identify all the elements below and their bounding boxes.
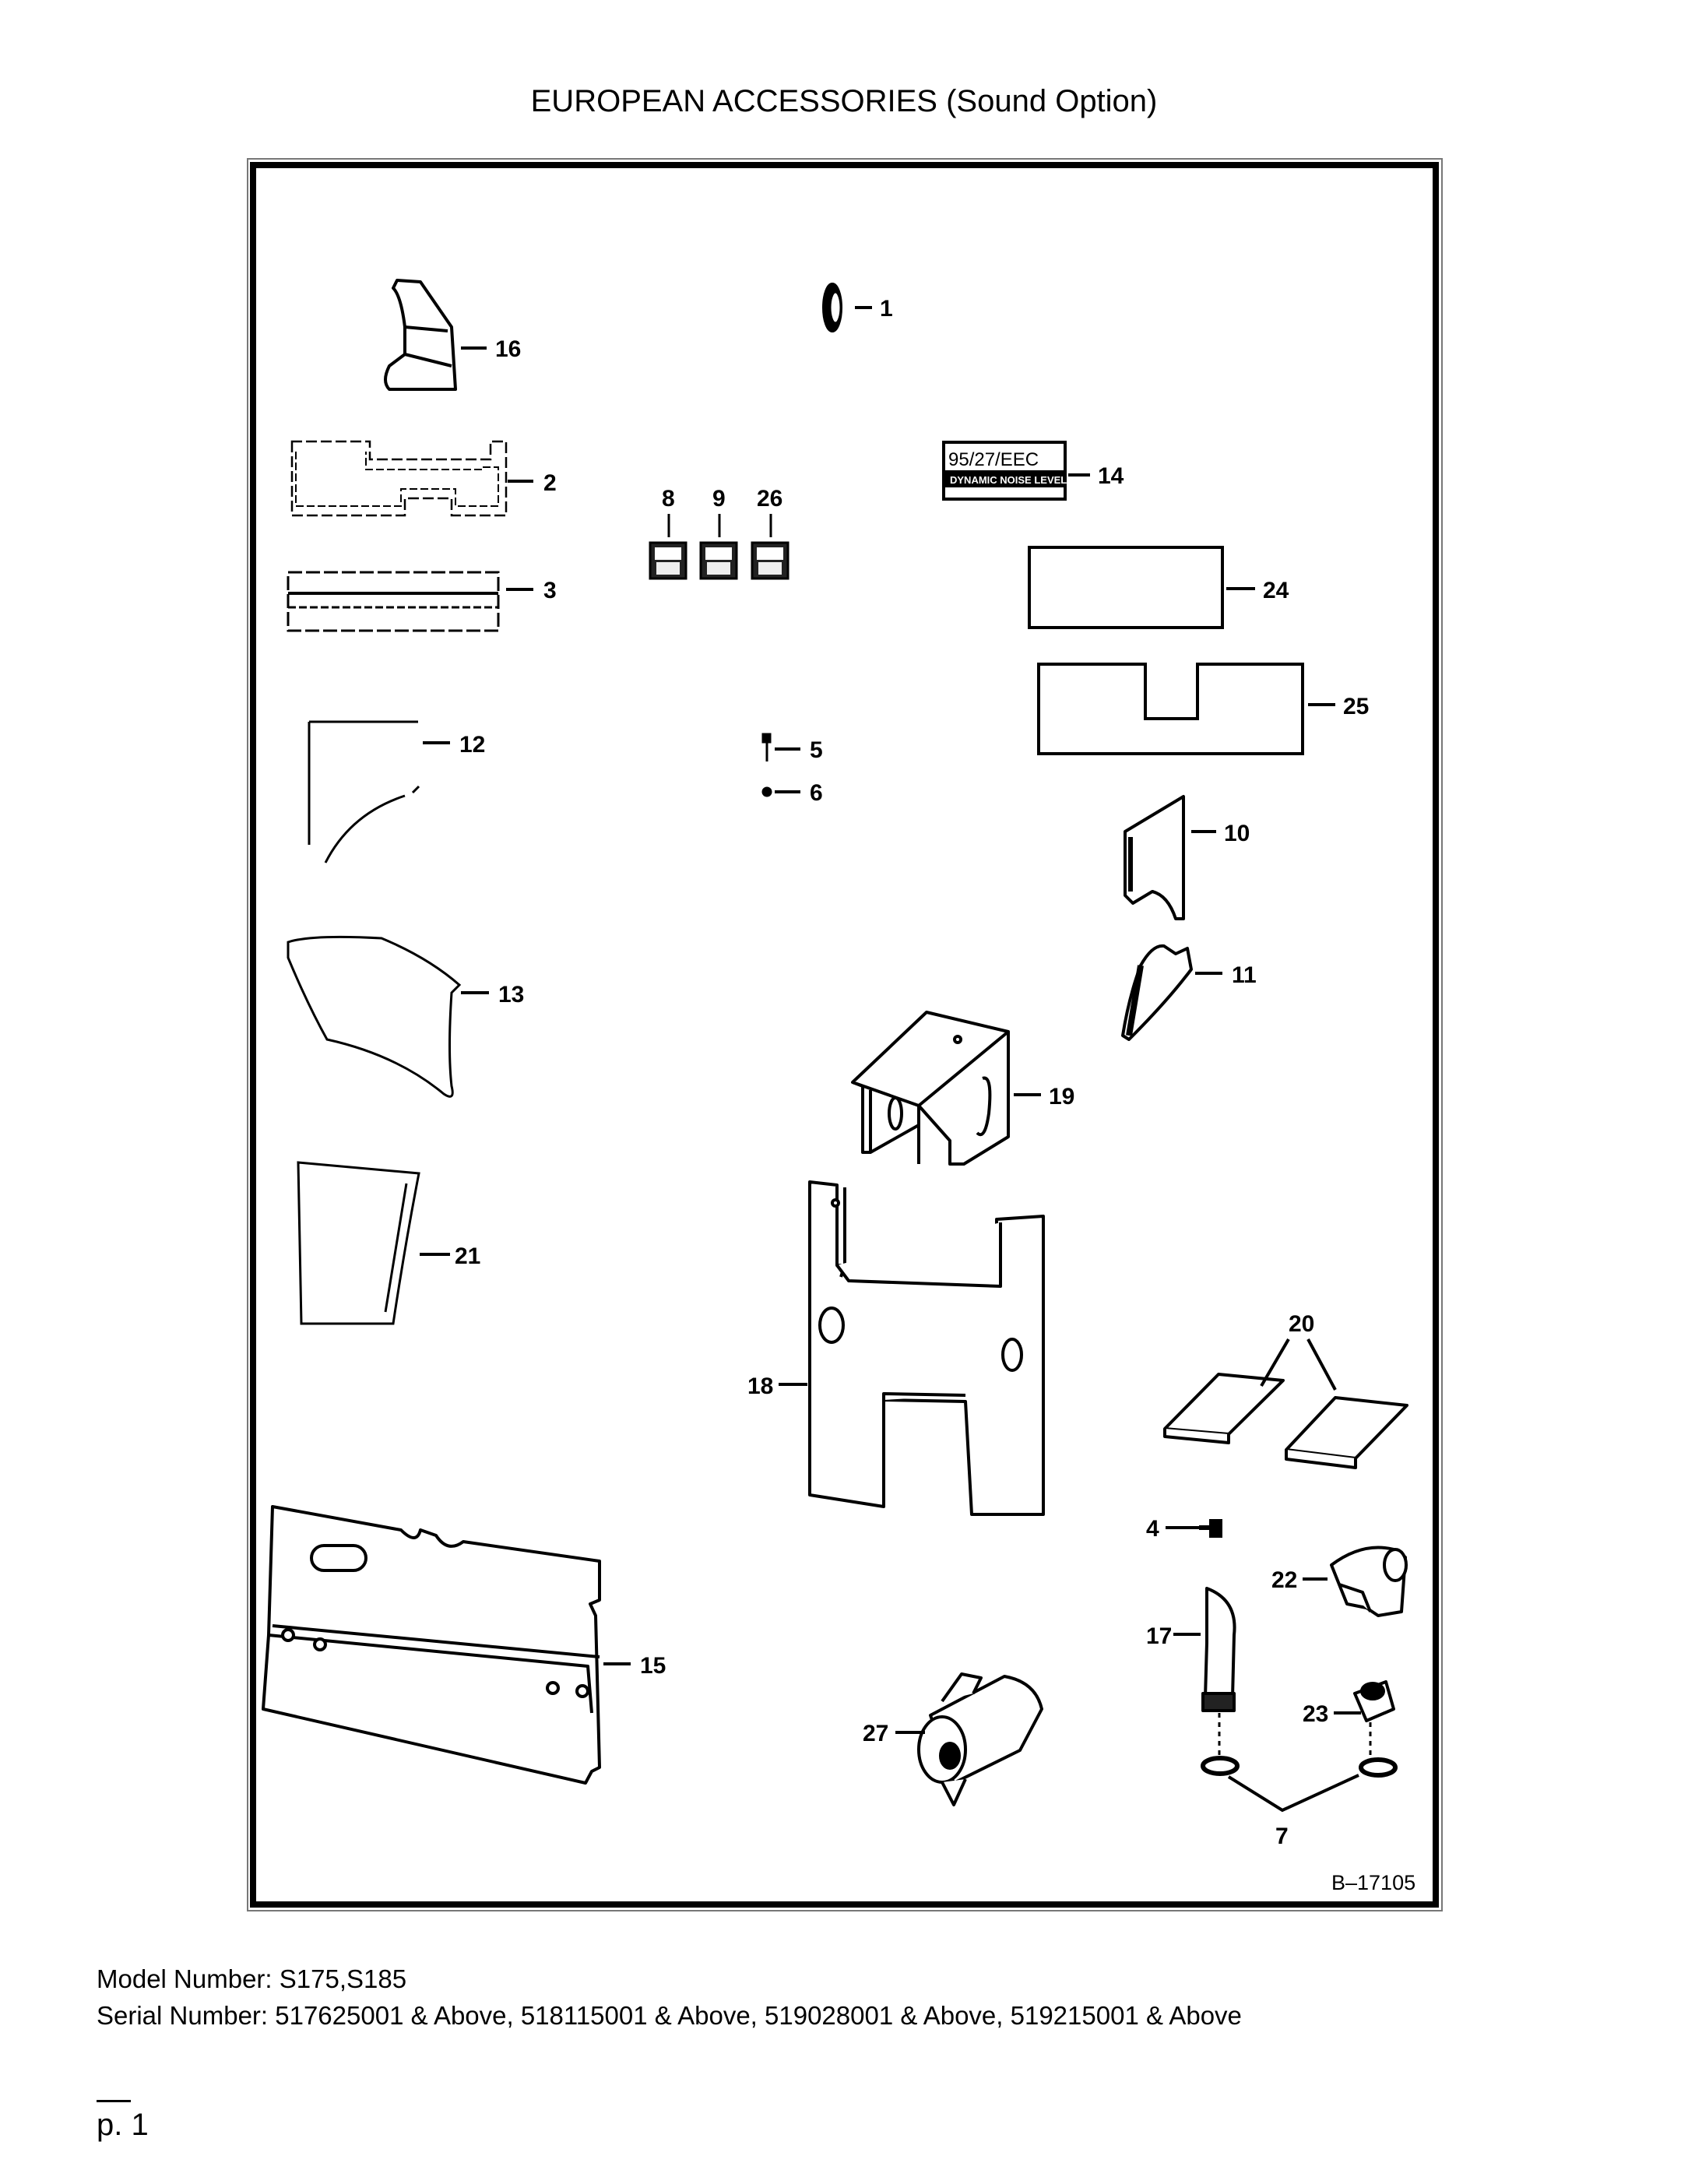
part-11-baffle	[1121, 944, 1222, 1041]
decal-line-1: 95/27/EEC	[948, 449, 1039, 470]
diagram-frame	[247, 158, 1443, 1911]
callout-27: 27	[863, 1721, 888, 1746]
diagram-border	[250, 162, 1439, 1908]
page-rule	[97, 2100, 131, 2102]
page-number: p. 1	[97, 2108, 149, 2142]
part-12-angle	[308, 720, 450, 863]
callout-26: 26	[757, 486, 782, 512]
part-14-noise-decal: 95/27/EEC DYNAMIC NOISE LEVEL	[942, 441, 1090, 501]
callout-1: 1	[880, 296, 893, 322]
callout-20: 20	[1289, 1311, 1314, 1337]
part-4-screw	[1166, 1519, 1222, 1538]
decal-line-2: DYNAMIC NOISE LEVEL	[950, 474, 1067, 486]
callout-labels: 1 2 3 4 5 6 7 8 9 10 11 12 13 14 15 16 1…	[455, 296, 1369, 1849]
part-25-notched-block	[1037, 663, 1335, 755]
callout-13: 13	[498, 982, 524, 1008]
part-10-baffle	[1124, 795, 1216, 920]
callout-14: 14	[1098, 463, 1124, 489]
callout-3: 3	[543, 578, 557, 603]
model-number: Model Number: S175,S185	[97, 1964, 407, 1993]
part-27-muffler	[895, 1672, 1043, 1806]
callout-19: 19	[1049, 1084, 1074, 1110]
part-17-tailpipe	[1173, 1587, 1240, 1776]
part-8-9-26-decals	[649, 514, 789, 580]
callout-15: 15	[640, 1653, 666, 1679]
part-2-panel	[290, 440, 533, 517]
part-15-side-panel	[262, 1505, 631, 1785]
callout-16: 16	[495, 336, 521, 362]
part-19-cover	[851, 1011, 1041, 1166]
callout-8: 8	[662, 486, 675, 512]
part-16-bracket	[384, 279, 487, 391]
callout-2: 2	[543, 470, 557, 496]
part-18-floor-panel	[779, 1180, 1045, 1516]
callout-5: 5	[810, 737, 823, 763]
callout-7: 7	[1275, 1824, 1289, 1849]
callout-23: 23	[1303, 1701, 1328, 1727]
callout-25: 25	[1343, 694, 1369, 719]
callout-11: 11	[1232, 962, 1257, 988]
callout-4: 4	[1146, 1516, 1159, 1542]
part-21-panel	[297, 1161, 450, 1325]
callout-22: 22	[1271, 1567, 1297, 1593]
page-title: EUROPEAN ACCESSORIES (Sound Option)	[530, 84, 1158, 118]
part-7-leader	[1227, 1774, 1359, 1813]
callout-21: 21	[455, 1243, 480, 1269]
part-5-6-hardware	[761, 733, 800, 797]
callout-9: 9	[712, 486, 726, 512]
part-13-panel	[287, 935, 489, 1098]
callout-17: 17	[1146, 1623, 1172, 1649]
part-22-elbow	[1303, 1546, 1408, 1617]
part-24-foam-block	[1028, 546, 1255, 629]
part-3-strip	[287, 571, 533, 632]
part-20-pads	[1163, 1338, 1408, 1469]
callout-18: 18	[747, 1373, 773, 1399]
callout-10: 10	[1224, 821, 1250, 846]
part-23-adapter	[1334, 1680, 1398, 1778]
figure-id: B–17105	[1331, 1871, 1415, 1894]
part-1-grommet	[822, 283, 872, 332]
callout-12: 12	[459, 732, 485, 758]
callout-6: 6	[810, 780, 823, 806]
serial-number: Serial Number: 517625001 & Above, 518115…	[97, 2001, 1242, 2030]
callout-24: 24	[1263, 578, 1289, 603]
